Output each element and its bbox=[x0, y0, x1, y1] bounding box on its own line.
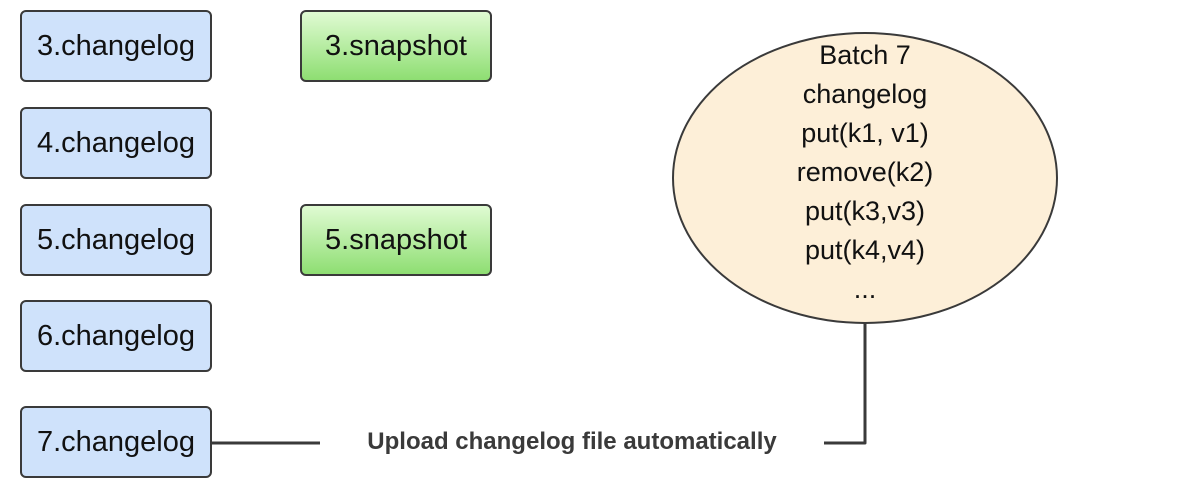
batch-line: put(k4,v4) bbox=[804, 234, 926, 265]
changelog-box-4: 4.changelog bbox=[20, 107, 212, 179]
snapshot-label: 3.snapshot bbox=[325, 29, 467, 62]
batch-line: put(k1, v1) bbox=[801, 117, 929, 148]
batch-line: remove(k2) bbox=[796, 156, 934, 187]
batch-line: put(k3,v3) bbox=[804, 195, 926, 226]
batch-ellipse: Batch 7 changelog put(k1, v1) remove(k2)… bbox=[672, 32, 1058, 324]
changelog-box-5: 5.changelog bbox=[20, 204, 212, 276]
changelog-box-7: 7.changelog bbox=[20, 406, 212, 478]
batch-title: Batch 7 bbox=[819, 39, 911, 70]
changelog-label: 4.changelog bbox=[36, 126, 196, 159]
batch-line: ... bbox=[853, 273, 877, 304]
changelog-label: 6.changelog bbox=[36, 319, 196, 352]
snapshot-box-5: 5.snapshot bbox=[300, 204, 492, 276]
changelog-label: 5.changelog bbox=[36, 223, 196, 256]
changelog-box-6: 6.changelog bbox=[20, 300, 212, 372]
snapshot-box-3: 3.snapshot bbox=[300, 10, 492, 82]
upload-connector-label: Upload changelog file automatically bbox=[320, 424, 824, 460]
batch-line: changelog bbox=[802, 78, 928, 109]
changelog-label: 3.changelog bbox=[36, 29, 196, 62]
changelog-label: 7.changelog bbox=[36, 425, 196, 458]
snapshot-label: 5.snapshot bbox=[325, 223, 467, 256]
changelog-box-3: 3.changelog bbox=[20, 10, 212, 82]
